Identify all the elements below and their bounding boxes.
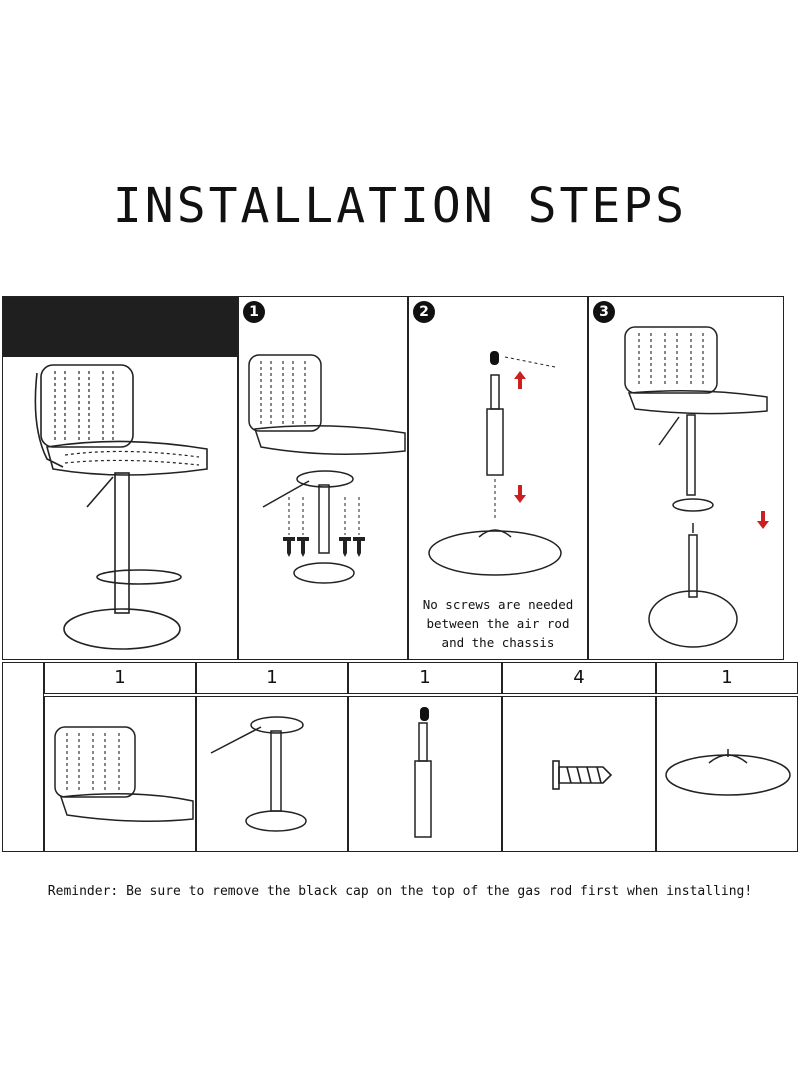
step-number-badge: 1 bbox=[243, 301, 265, 323]
step-2-note-line-2: between the air rod bbox=[426, 616, 570, 631]
gas-rod-illustration bbox=[414, 707, 432, 838]
parts-left-stub bbox=[2, 662, 44, 852]
step-2-panel: 2 No screws are needed between the air r… bbox=[408, 296, 588, 660]
part-quantity: 4 bbox=[502, 662, 656, 694]
part-quantity: 1 bbox=[196, 662, 348, 694]
part-quantity: 1 bbox=[656, 662, 798, 694]
screw-illustration bbox=[552, 760, 613, 790]
seat-illustration bbox=[54, 726, 194, 822]
step-number-badge: 2 bbox=[413, 301, 435, 323]
assembled-chair-panel bbox=[2, 296, 238, 660]
step-2-note-line-1: No screws are needed bbox=[422, 597, 574, 612]
part-quantity: 1 bbox=[348, 662, 502, 694]
part-seat bbox=[44, 696, 196, 852]
base-chassis-illustration bbox=[665, 749, 791, 796]
step-3-illustration bbox=[624, 326, 769, 648]
step-2-note-line-3: and the chassis bbox=[441, 635, 555, 650]
header-bar bbox=[3, 297, 237, 357]
lift-mechanism-illustration bbox=[210, 716, 307, 832]
assembled-chair-illustration bbox=[34, 364, 208, 650]
part-gas-rod bbox=[348, 696, 502, 852]
page-title: INSTALLATION STEPS bbox=[112, 178, 688, 234]
part-lift-mechanism bbox=[196, 696, 348, 852]
part-screw bbox=[502, 696, 656, 852]
step-1-illustration bbox=[248, 354, 406, 584]
step-1-panel: 1 bbox=[238, 296, 408, 660]
step-number-badge: 3 bbox=[593, 301, 615, 323]
step-2-illustration bbox=[428, 351, 562, 576]
part-quantity: 1 bbox=[44, 662, 196, 694]
step-3-panel: 3 bbox=[588, 296, 784, 660]
reminder-text: Reminder: Be sure to remove the black ca… bbox=[47, 884, 753, 899]
part-base-chassis bbox=[656, 696, 798, 852]
